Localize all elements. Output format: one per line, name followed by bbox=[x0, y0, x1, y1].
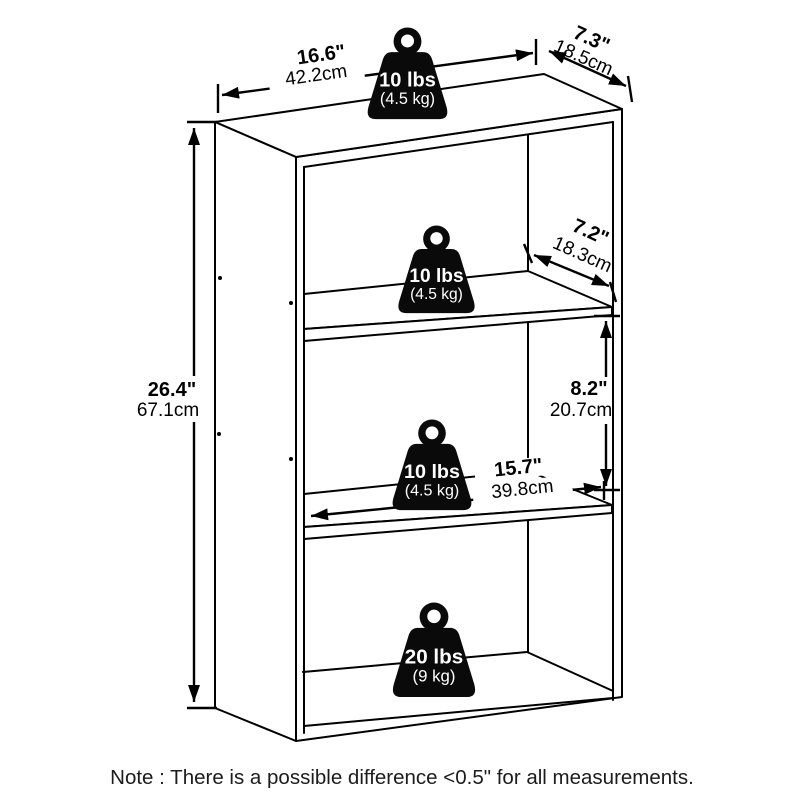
weight-kg-label: (4.5 kg) bbox=[405, 481, 460, 499]
shelf-width-inches-label: 15.7" bbox=[493, 455, 543, 482]
height-cm-label: 67.1cm bbox=[137, 400, 199, 421]
height-inches-label: 26.4" bbox=[148, 379, 196, 401]
weight-badge-shelf1: 10 lbs (4.5 kg) bbox=[398, 225, 475, 314]
weight-badge-shelf2: 10 lbs (4.5 kg) bbox=[392, 419, 472, 511]
weight-lbs-label: 10 lbs bbox=[404, 461, 460, 483]
dim-opening-height: 8.2" 20.7cm bbox=[548, 314, 620, 492]
measurement-note: Note : There is a possible difference <0… bbox=[110, 766, 694, 789]
weight-badge-bottom: 20 lbs (9 kg) bbox=[392, 602, 476, 698]
weight-lbs-label: 10 lbs bbox=[409, 266, 463, 287]
weight-kg-label: (4.5 kg) bbox=[410, 286, 463, 303]
weight-badge-top: 10 lbs (4.5 kg) bbox=[367, 27, 448, 120]
opening-height-cm-label: 20.7cm bbox=[550, 400, 612, 421]
weight-lbs-label: 20 lbs bbox=[405, 645, 463, 668]
shelf-depth-arrow bbox=[533, 253, 610, 288]
opening-height-inches-label: 8.2" bbox=[570, 378, 607, 400]
weight-kg-label: (4.5 kg) bbox=[380, 90, 435, 108]
weight-lbs-label: 10 lbs bbox=[379, 70, 436, 92]
left-side-panel bbox=[214, 121, 297, 742]
weight-kg-label: (9 kg) bbox=[413, 667, 456, 686]
dim-shelf-width: 15.7" 39.8cm bbox=[310, 454, 606, 521]
dim-overall-height: 26.4" 67.1cm bbox=[134, 120, 217, 710]
depth-arrow bbox=[548, 49, 627, 88]
shelf-pin-holes bbox=[217, 276, 293, 461]
